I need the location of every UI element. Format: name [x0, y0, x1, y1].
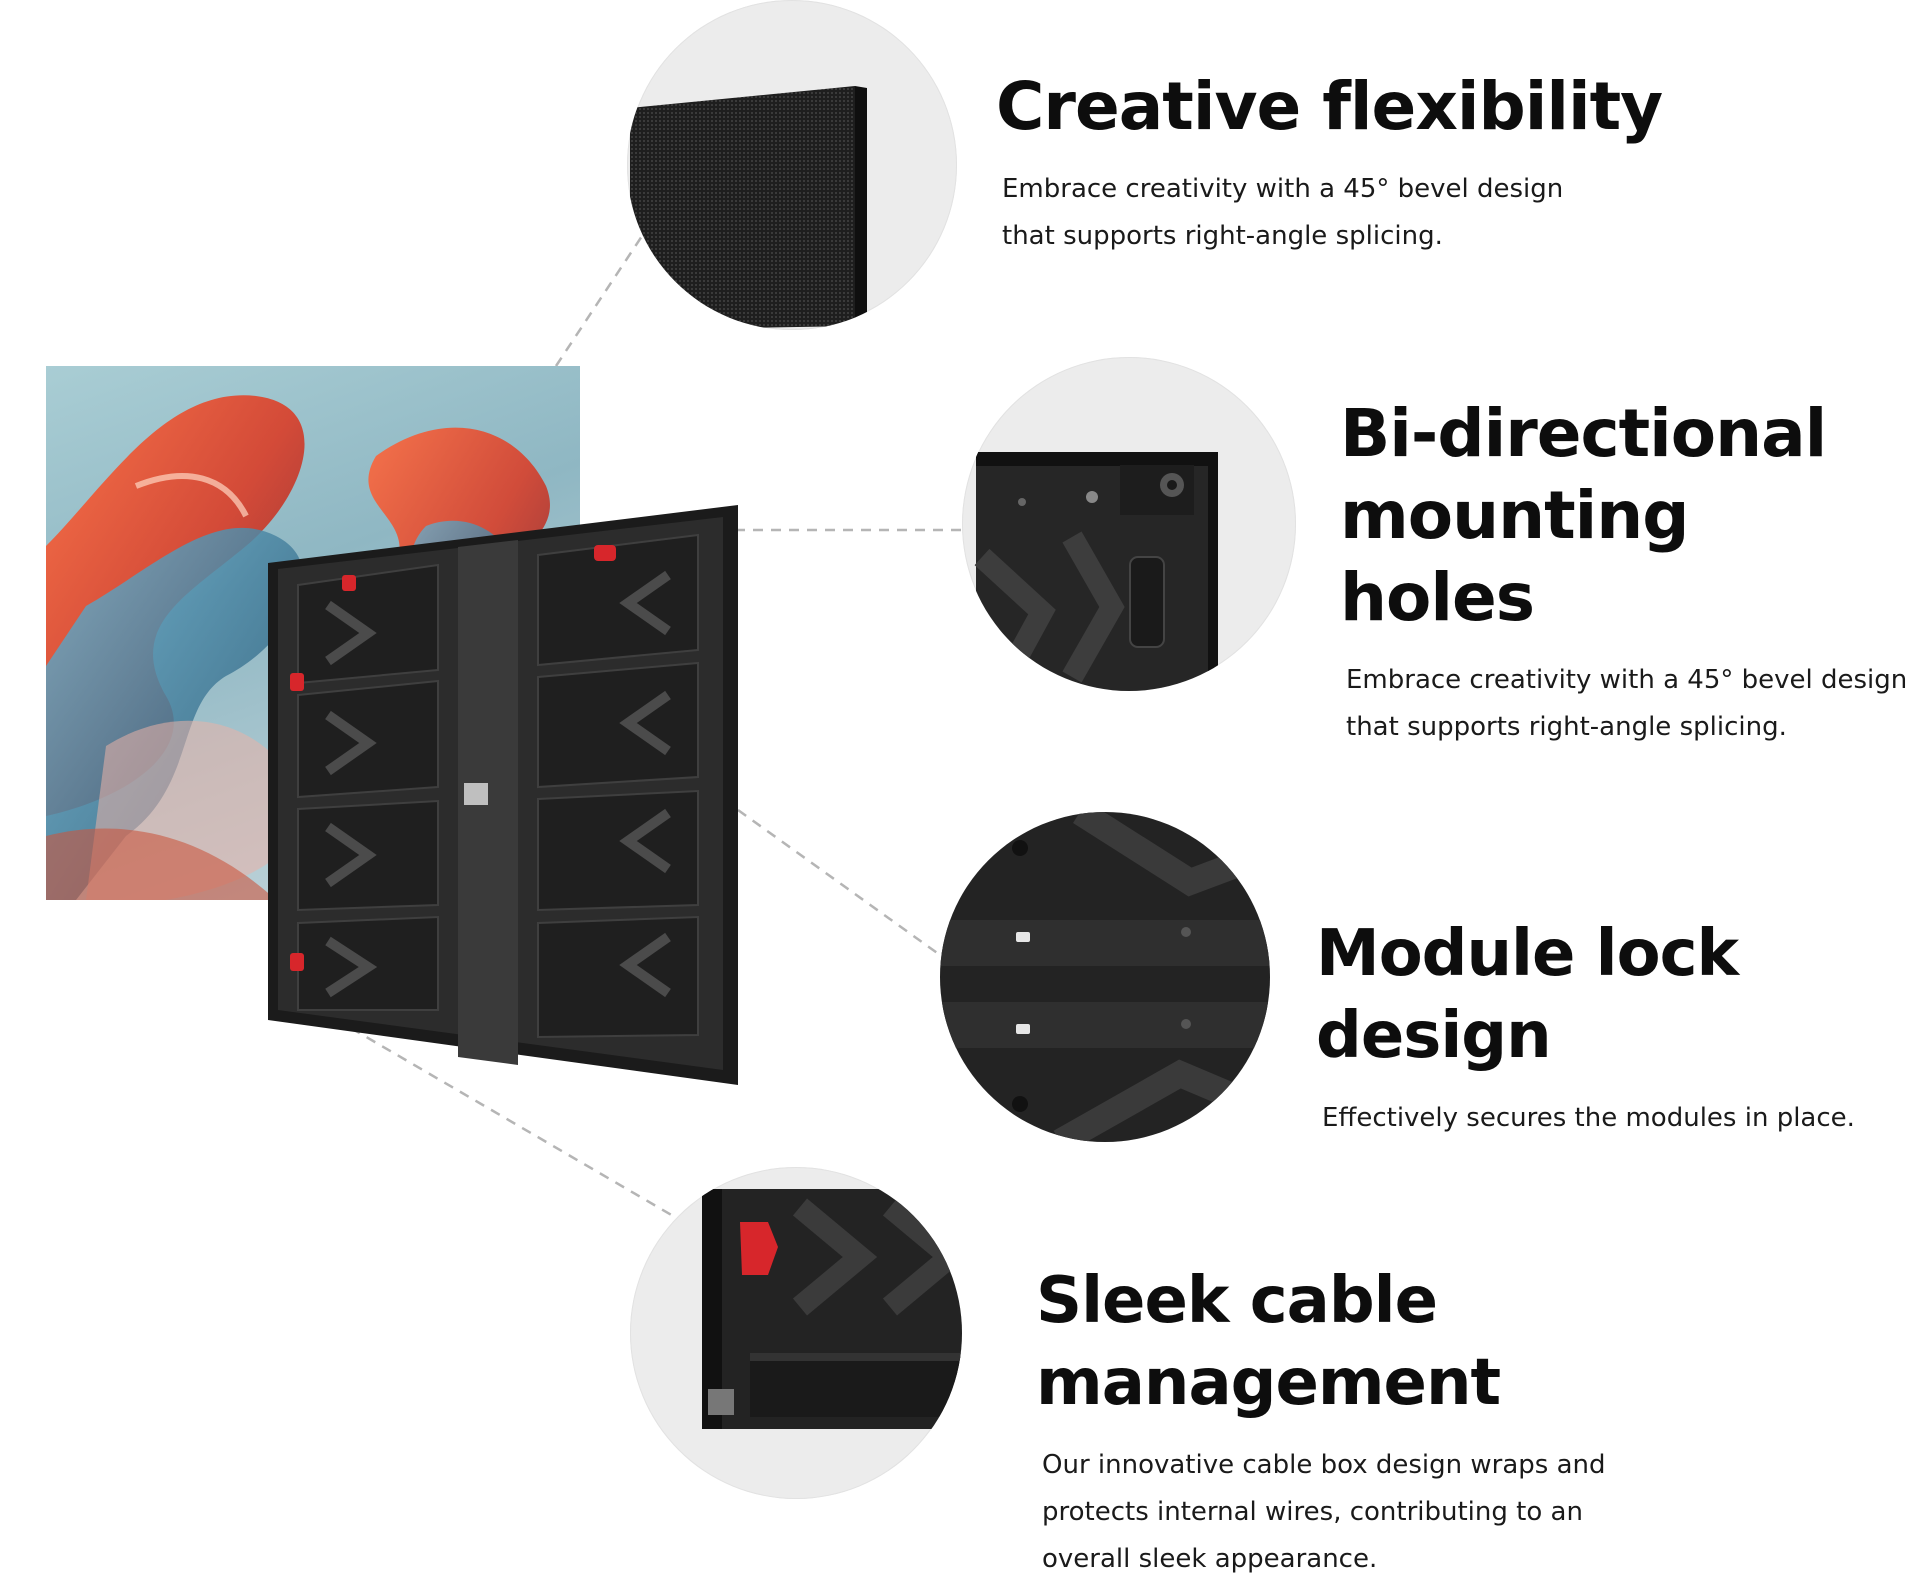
led-cabinet-back-image	[268, 505, 738, 1085]
feature-title: Sleek cable management	[1036, 1264, 1501, 1420]
feature-title-line: Bi-directional	[1340, 395, 1827, 472]
feature-title: Creative flexibility	[996, 68, 1663, 145]
connector-1	[554, 235, 644, 367]
feature-description-line: Embrace creativity with a 45° bevel desi…	[1002, 174, 1564, 204]
cable-box-detail-image	[630, 1167, 962, 1499]
feature-title: Bi-directional mounting holes	[1340, 393, 1860, 639]
connector-lines	[319, 235, 964, 1222]
feature-creative-flexibility: Creative flexibility Embrace creativity …	[996, 66, 1696, 260]
mounting-hole-detail-image	[962, 357, 1296, 691]
connector-3	[737, 808, 941, 957]
feature-mounting-holes: Bi-directional mounting holes Embrace cr…	[1340, 393, 1920, 751]
feature-description-line: Effectively secures the modules in place…	[1322, 1103, 1855, 1133]
feature-description-line: that supports right-angle splicing.	[1002, 221, 1443, 251]
feature-cable-management: Sleek cable management Our innovative ca…	[1036, 1260, 1876, 1583]
feature-description: Our innovative cable box design wraps an…	[1042, 1442, 1662, 1583]
module-lock-detail-image	[940, 812, 1270, 1142]
bevel-edge-detail-image	[627, 0, 957, 330]
feature-module-lock: Module lock design Effectively secures t…	[1316, 913, 1920, 1142]
feature-description-line: that supports right-angle splicing.	[1346, 712, 1787, 742]
feature-title: Module lock design	[1316, 917, 1739, 1073]
feature-description-line: protects internal wires, contributing to…	[1042, 1497, 1583, 1527]
feature-title-line: mounting holes	[1340, 477, 1689, 636]
connector-4	[319, 1008, 681, 1222]
feature-description-line: Our innovative cable box design wraps an…	[1042, 1450, 1606, 1480]
feature-description: Embrace creativity with a 45° bevel desi…	[1002, 166, 1696, 260]
feature-description: Effectively secures the modules in place…	[1322, 1095, 1920, 1142]
feature-description-line: overall sleek appearance.	[1042, 1544, 1378, 1574]
feature-description: Embrace creativity with a 45° bevel desi…	[1346, 657, 1920, 751]
feature-description-line: Embrace creativity with a 45° bevel desi…	[1346, 665, 1908, 695]
